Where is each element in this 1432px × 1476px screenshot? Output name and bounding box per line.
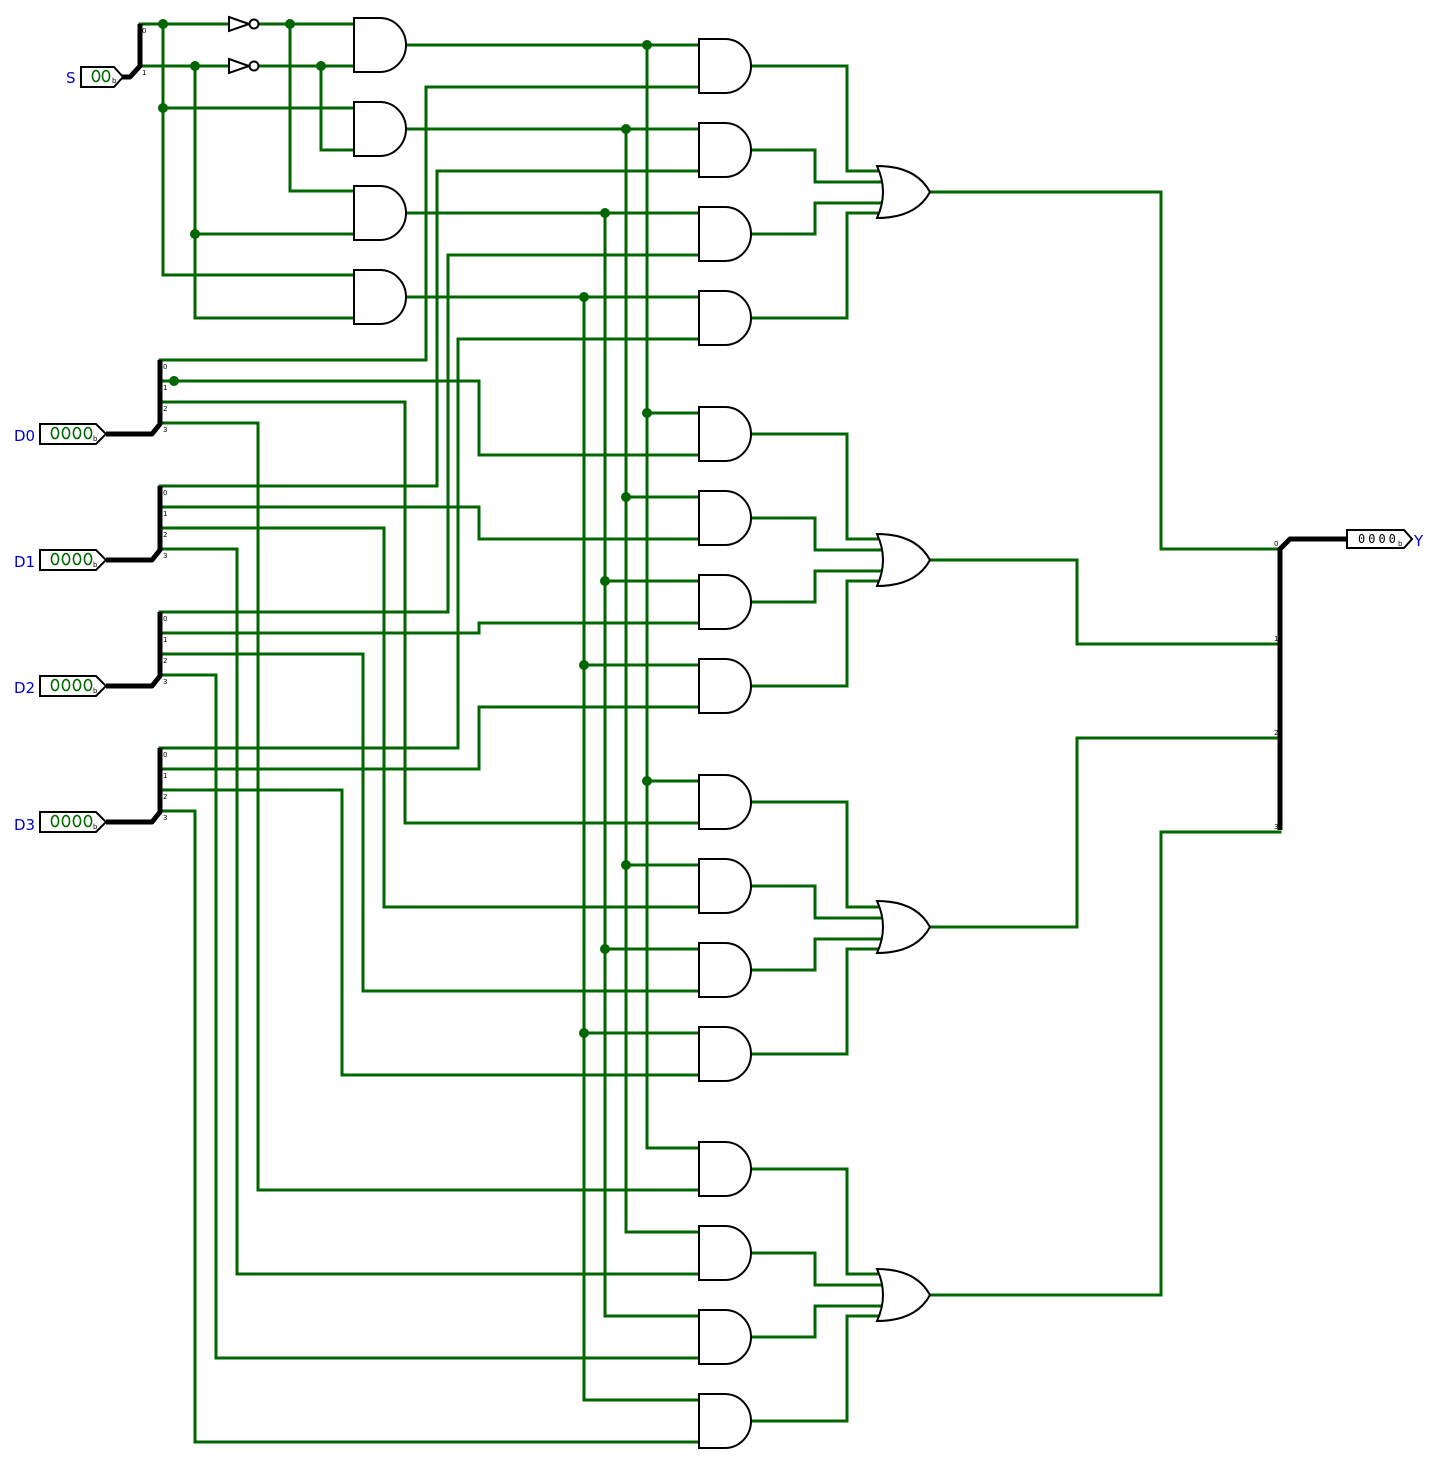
input-pin-d3[interactable]: b D3 bbox=[14, 811, 108, 834]
mux-and-gate bbox=[698, 658, 752, 714]
s-split-bit-0: 0 bbox=[142, 27, 146, 35]
mux-and-gate bbox=[698, 1026, 752, 1082]
mux-and-gate bbox=[698, 574, 752, 630]
mux-and-gate bbox=[698, 1393, 752, 1449]
mux-and-gate bbox=[698, 1141, 752, 1197]
input-label-d3: D3 bbox=[14, 816, 35, 834]
y-split-bit-label: 0 bbox=[1274, 540, 1278, 548]
svg-text:b: b bbox=[93, 561, 98, 569]
svg-text:b: b bbox=[1398, 540, 1403, 548]
input-pin-s[interactable]: b S bbox=[66, 66, 125, 88]
or-gate bbox=[875, 164, 932, 220]
not-gate bbox=[228, 15, 260, 33]
s-split-bit-1: 1 bbox=[142, 69, 146, 77]
output-pin-y: 0000 b Y bbox=[1346, 529, 1424, 550]
d-split-bit-label: 2 bbox=[163, 657, 167, 665]
mux-and-gate bbox=[698, 290, 752, 346]
splitter-buses bbox=[106, 24, 1346, 830]
mux-and-gate bbox=[698, 774, 752, 830]
and-gates bbox=[353, 17, 752, 1449]
svg-text:b: b bbox=[93, 435, 98, 443]
or-gate bbox=[875, 1267, 932, 1323]
or-gates bbox=[875, 164, 932, 1323]
mux-and-gate bbox=[698, 406, 752, 462]
d-split-bit-label: 1 bbox=[163, 510, 167, 518]
d-split-bit-label: 3 bbox=[163, 678, 167, 686]
input-label-d0: D0 bbox=[14, 427, 35, 445]
decoder-and-gate bbox=[353, 269, 407, 325]
decoder-and-gate bbox=[353, 185, 407, 241]
d-split-bit-label: 0 bbox=[163, 489, 167, 497]
svg-text:b: b bbox=[93, 823, 98, 831]
d-split-bit-label: 2 bbox=[163, 531, 167, 539]
inverters bbox=[228, 15, 260, 75]
input-label-s: S bbox=[66, 69, 76, 87]
decoder-and-gate bbox=[353, 17, 407, 73]
splitter-bit-labels: 0 1 0 1 2 3 0 1 2 3 0 1 2 3 0 1 2 3 0 1 2 3 bbox=[142, 27, 1278, 831]
wire-network bbox=[138, 22, 1282, 1444]
d-split-bit-label: 2 bbox=[163, 405, 167, 413]
not-gate bbox=[228, 57, 260, 75]
output-value: 0000 bbox=[1358, 532, 1399, 546]
input-label-d1: D1 bbox=[14, 553, 35, 571]
mux-and-gate bbox=[698, 122, 752, 178]
mux-and-gate bbox=[698, 1225, 752, 1281]
output-label-y: Y bbox=[1413, 532, 1424, 550]
d-split-bit-label: 0 bbox=[163, 751, 167, 759]
input-pin-d2[interactable]: b D2 bbox=[14, 675, 108, 697]
y-split-bit-label: 1 bbox=[1274, 635, 1278, 643]
d-split-bit-label: 2 bbox=[163, 793, 167, 801]
mux-and-gate bbox=[698, 942, 752, 998]
mux-and-gate bbox=[698, 490, 752, 546]
or-gate bbox=[875, 532, 932, 588]
d-split-bit-label: 3 bbox=[163, 552, 167, 560]
input-pin-d0[interactable]: b D0 bbox=[14, 423, 108, 445]
d-split-bit-label: 3 bbox=[163, 814, 167, 822]
d-split-bit-label: 0 bbox=[163, 363, 167, 371]
d-split-bit-label: 0 bbox=[163, 615, 167, 623]
input-pin-d1[interactable]: b D1 bbox=[14, 549, 108, 571]
svg-text:b: b bbox=[112, 77, 117, 85]
mux-and-gate bbox=[698, 858, 752, 914]
input-label-d2: D2 bbox=[14, 679, 35, 697]
y-split-bit-label: 2 bbox=[1274, 729, 1278, 737]
d-split-bit-label: 3 bbox=[163, 426, 167, 434]
y-split-bit-label: 3 bbox=[1274, 823, 1278, 831]
svg-text:b: b bbox=[93, 687, 98, 695]
mux-and-gate bbox=[698, 206, 752, 262]
d-split-bit-label: 1 bbox=[163, 384, 167, 392]
d-split-bit-label: 1 bbox=[163, 772, 167, 780]
wire-junctions bbox=[158, 19, 652, 1038]
or-gate bbox=[875, 899, 932, 955]
mux-and-gate bbox=[698, 38, 752, 94]
decoder-and-gate bbox=[353, 101, 407, 157]
d-split-bit-label: 1 bbox=[163, 636, 167, 644]
mux-and-gate bbox=[698, 1309, 752, 1365]
